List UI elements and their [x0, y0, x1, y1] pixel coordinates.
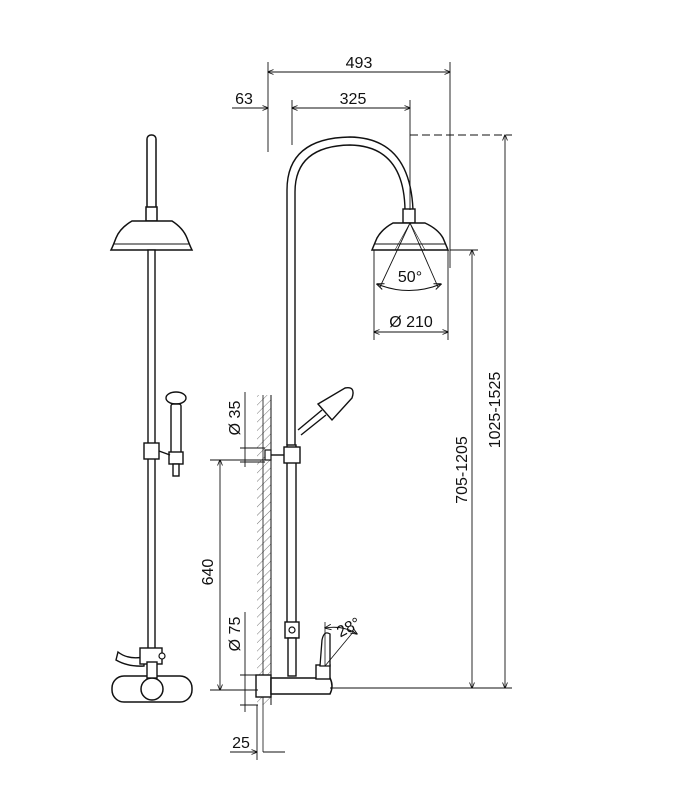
front-slider-bracket [143, 442, 160, 460]
side-head-collar [402, 208, 416, 224]
dim-head-height-range: 705-1205 [454, 436, 471, 504]
dim-mixer-diameter: Ø 75 [227, 617, 244, 652]
dim-spray-angle: 50° [398, 269, 422, 286]
front-hand-shower [165, 391, 187, 477]
front-view [109, 134, 194, 703]
side-shower-head [370, 222, 450, 251]
front-head-collar [145, 206, 158, 222]
dimension-lines [210, 62, 512, 760]
side-slider-bracket [283, 446, 301, 464]
side-riser-bar [286, 444, 297, 624]
front-top-pipe [146, 134, 157, 214]
front-hose-outlet [115, 650, 145, 667]
front-mixer-body [111, 647, 193, 703]
dim-wall-offset: 63 [235, 91, 253, 108]
dim-arm-reach: 325 [340, 91, 367, 108]
dim-total-height-range: 1025-1525 [487, 372, 504, 449]
dim-mixer-depth: 25 [232, 735, 250, 752]
spray-angle-cone [377, 222, 441, 291]
side-hand-shower [297, 387, 354, 436]
front-shower-head [109, 220, 194, 251]
dim-bar-diameter: Ø 35 [227, 401, 244, 436]
dimension-labels: 493 63 325 50° Ø 210 Ø 35 Ø 75 640 28° 2… [200, 55, 504, 752]
side-view [255, 136, 450, 752]
dim-head-diameter: Ø 210 [389, 314, 433, 331]
gooseneck-arm [286, 136, 414, 445]
dim-lever-angle: 28° [334, 615, 363, 641]
dim-bracket-to-mixer: 640 [200, 559, 217, 586]
wall-section [257, 395, 271, 705]
lever-angle-mark [325, 622, 357, 667]
dim-overall-width: 493 [346, 55, 373, 72]
